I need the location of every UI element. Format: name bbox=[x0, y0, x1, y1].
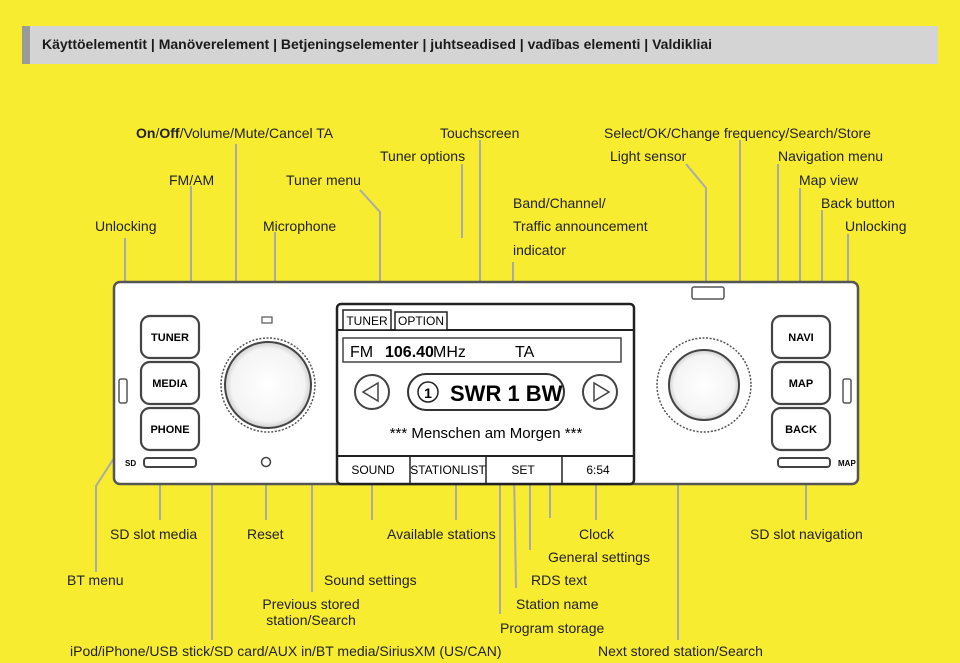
phone-button-label[interactable]: PHONE bbox=[150, 424, 189, 436]
select-knob bbox=[668, 349, 740, 421]
label-map-view: Map view bbox=[799, 172, 859, 188]
unlocking-lever-right bbox=[842, 378, 852, 404]
screen-unit: MHz bbox=[433, 344, 466, 361]
screen-band: FM bbox=[350, 344, 373, 361]
label-fm-am: FM/AM bbox=[169, 172, 215, 188]
screen-tab-tuner[interactable]: TUNER bbox=[346, 314, 388, 328]
label-tuner-menu: Tuner menu bbox=[286, 172, 361, 188]
header-title: Käyttöelementit | Manöverelement | Betje… bbox=[42, 36, 713, 52]
label-rds-text: RDS text bbox=[531, 572, 588, 588]
label-select-ok: Select/OK/Change frequency/Search/Store bbox=[604, 125, 871, 141]
station-pill bbox=[407, 373, 565, 411]
label-traffic-announcement: Traffic announcement bbox=[513, 218, 648, 234]
label-station-name: Station name bbox=[516, 596, 599, 612]
label-ipod: iPod/iPhone/USB stick/SD card/AUX in/BT … bbox=[70, 643, 502, 659]
screen-station: SWR 1 BW bbox=[450, 381, 563, 406]
label-unlocking-right: Unlocking bbox=[845, 218, 907, 234]
left-buttons bbox=[139, 314, 201, 452]
label-back-button: Back button bbox=[821, 195, 895, 211]
label-bt-menu: BT menu bbox=[67, 572, 124, 588]
label-microphone: Microphone bbox=[263, 218, 337, 234]
label-program-storage: Program storage bbox=[500, 620, 605, 636]
unlocking-lever-left bbox=[118, 378, 128, 404]
screen-stationlist-tab[interactable]: STATIONLIST bbox=[410, 463, 486, 477]
label-indicator: indicator bbox=[513, 242, 566, 258]
volume-knob bbox=[224, 341, 312, 429]
back-button-label[interactable]: BACK bbox=[785, 424, 817, 436]
screen-tab-option[interactable]: OPTION bbox=[398, 314, 444, 328]
label-unlocking-left: Unlocking bbox=[95, 218, 157, 234]
screen-sound-tab[interactable]: SOUND bbox=[351, 463, 395, 477]
map-button-label[interactable]: MAP bbox=[789, 378, 813, 390]
navi-button-label[interactable]: NAVI bbox=[788, 332, 813, 344]
sd-slot-navigation bbox=[777, 457, 831, 468]
sd-label: SD bbox=[125, 459, 136, 468]
screen-frequency: 106.40 bbox=[385, 344, 434, 361]
screen-clock: 6:54 bbox=[586, 463, 610, 477]
label-general-settings: General settings bbox=[548, 549, 650, 565]
microphone-hole bbox=[261, 316, 273, 324]
label-clock: Clock bbox=[579, 526, 615, 542]
screen-rds: *** Menschen am Morgen *** bbox=[390, 425, 583, 442]
screen-set-tab[interactable]: SET bbox=[511, 463, 535, 477]
label-sd-slot-navigation: SD slot navigation bbox=[750, 526, 863, 542]
media-button-label[interactable]: MEDIA bbox=[152, 378, 188, 390]
label-band-channel: Band/Channel/ bbox=[513, 195, 606, 211]
reset-hole bbox=[260, 456, 272, 468]
label-on-off: On/Off/Volume/Mute/Cancel TA bbox=[136, 125, 334, 141]
label-tuner-options: Tuner options bbox=[380, 148, 466, 164]
tuner-button-label[interactable]: TUNER bbox=[151, 332, 189, 344]
label-reset: Reset bbox=[247, 526, 284, 542]
label-navigation-menu: Navigation menu bbox=[778, 148, 884, 164]
screen-preset: 1 bbox=[424, 385, 432, 401]
sd-slot-media bbox=[143, 457, 197, 468]
label-touchscreen: Touchscreen bbox=[440, 125, 520, 141]
light-sensor bbox=[691, 286, 725, 300]
map-slot-label: MAP bbox=[838, 459, 856, 468]
screen-ta: TA bbox=[515, 344, 535, 361]
header-bar: Käyttöelementit | Manöverelement | Betje… bbox=[22, 26, 938, 64]
label-sd-slot-media: SD slot media bbox=[110, 526, 198, 542]
label-light-sensor: Light sensor bbox=[610, 148, 687, 164]
label-next-stored: Next stored station/Search bbox=[598, 643, 763, 659]
right-buttons bbox=[770, 314, 832, 452]
label-available-stations: Available stations bbox=[387, 526, 496, 542]
label-sound-settings: Sound settings bbox=[324, 572, 417, 588]
